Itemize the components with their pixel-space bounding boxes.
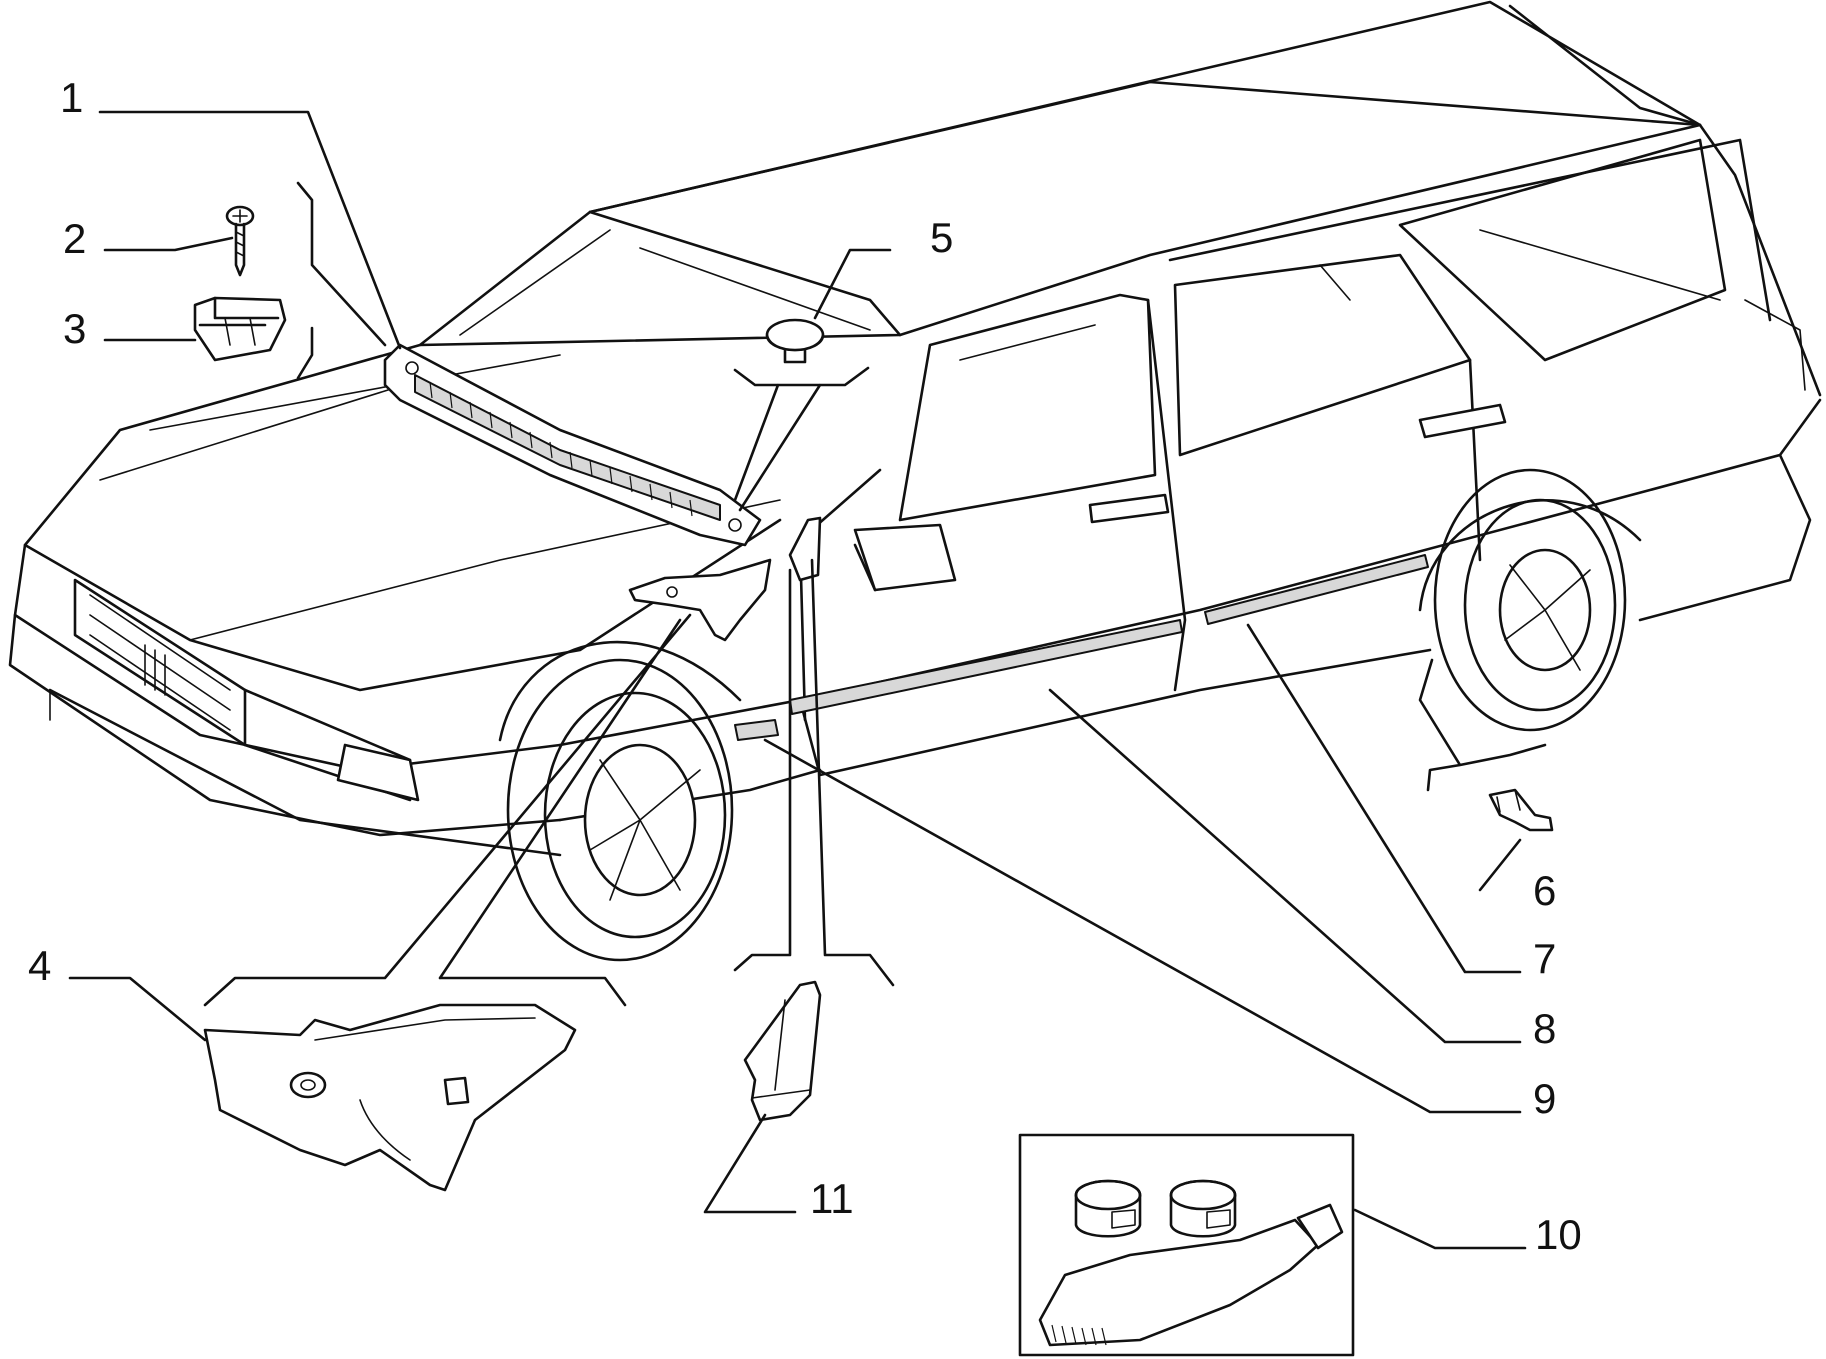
- leader-1: [98, 110, 402, 350]
- station-wagon-car: [8, 0, 1822, 962]
- callout-5: 5: [930, 214, 953, 261]
- leader-7: [1246, 623, 1522, 974]
- leader-6: [1478, 838, 1522, 892]
- callout-labels: 1 2 3 4 5 6 7 8 9 10 11: [28, 74, 1582, 1258]
- callout-1: 1: [60, 74, 83, 121]
- leader-2: [103, 236, 234, 252]
- bracket-4: [203, 613, 692, 1007]
- leader-9: [763, 738, 1522, 1114]
- callout-11: 11: [810, 1175, 854, 1222]
- wheel-arch-trim-in-place: [628, 558, 772, 642]
- bracket-11: [733, 558, 895, 987]
- leader-11: [703, 1113, 797, 1214]
- plug-part: [765, 318, 825, 364]
- callout-2: 2: [63, 215, 86, 262]
- repair-kit-part: [1018, 1133, 1355, 1357]
- clip-part: [1488, 788, 1554, 832]
- leader-10: [1353, 1208, 1527, 1250]
- leader-lines: [68, 110, 1547, 1250]
- cowl-grille-part: [383, 343, 762, 547]
- pillar-cover-in-place: [788, 516, 822, 582]
- wheel-arch-trim-part: [203, 1003, 577, 1192]
- leader-4: [68, 976, 207, 1042]
- callout-9: 9: [1533, 1075, 1556, 1122]
- bracket-5: [733, 366, 870, 512]
- leader-5: [813, 248, 892, 320]
- callout-3: 3: [63, 305, 86, 352]
- callout-7: 7: [1533, 935, 1556, 982]
- callout-10: 10: [1535, 1211, 1582, 1258]
- bracket-2-3: [296, 181, 387, 380]
- clip-nut-part: [193, 296, 287, 362]
- leader-8: [1048, 688, 1522, 1044]
- callout-6: 6: [1533, 867, 1556, 914]
- pillar-cover-part: [743, 980, 822, 1122]
- screw-part: [225, 205, 255, 277]
- bracket-6: [1418, 658, 1547, 792]
- callout-4: 4: [28, 942, 51, 989]
- callout-8: 8: [1533, 1005, 1556, 1052]
